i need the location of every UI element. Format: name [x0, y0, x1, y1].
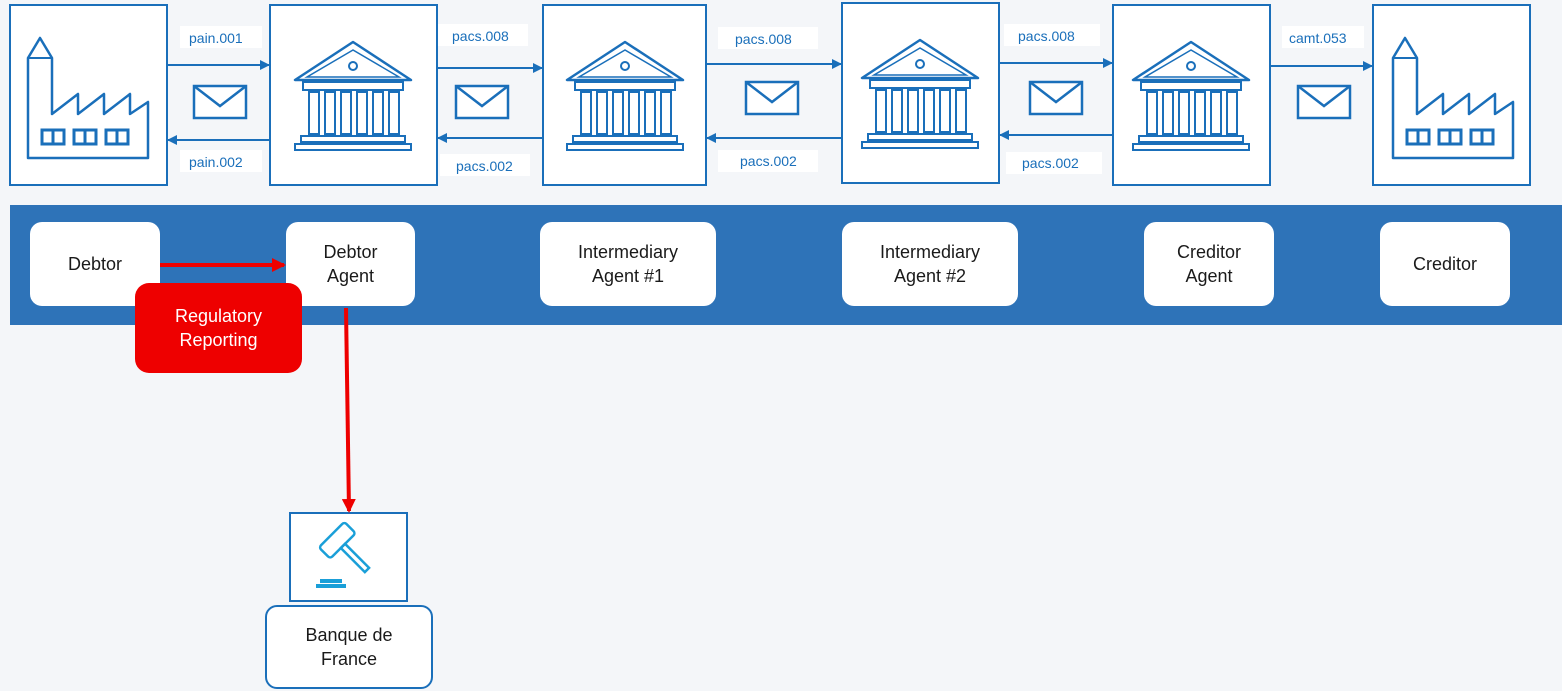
envelope-icon — [1028, 80, 1084, 116]
role-debtor-agent: Debtor Agent — [286, 222, 415, 306]
envelope-icon — [744, 80, 800, 116]
envelope-icon — [454, 84, 510, 120]
creditor-agent-panel — [1112, 4, 1271, 186]
message-label: pacs.002 — [1022, 155, 1079, 171]
message-label: pacs.002 — [740, 153, 797, 169]
message-label: camt.053 — [1289, 30, 1347, 46]
debtor-agent-panel — [269, 4, 438, 186]
role-intermediary-1: Intermediary Agent #1 — [540, 222, 716, 306]
role-intermediary-2: Intermediary Agent #2 — [842, 222, 1018, 306]
intermediary-2-panel — [841, 2, 1000, 184]
message-label: pacs.008 — [1018, 28, 1075, 44]
debtor-panel — [9, 4, 168, 186]
message-label: pain.002 — [189, 154, 243, 170]
message-label: pacs.008 — [452, 28, 509, 44]
role-creditor: Creditor — [1380, 222, 1510, 306]
regulator-box: Banque de France — [265, 605, 433, 689]
creditor-panel — [1372, 4, 1531, 186]
message-label: pacs.008 — [735, 31, 792, 47]
envelope-icon — [1296, 84, 1352, 120]
role-creditor-agent: Creditor Agent — [1144, 222, 1274, 306]
gavel-icon — [316, 521, 371, 588]
message-label: pacs.002 — [456, 158, 513, 174]
regulatory-reporting-box: Regulatory Reporting — [135, 283, 302, 373]
envelope-icon — [192, 84, 248, 120]
message-label: pain.001 — [189, 30, 243, 46]
intermediary-1-panel — [542, 4, 707, 186]
